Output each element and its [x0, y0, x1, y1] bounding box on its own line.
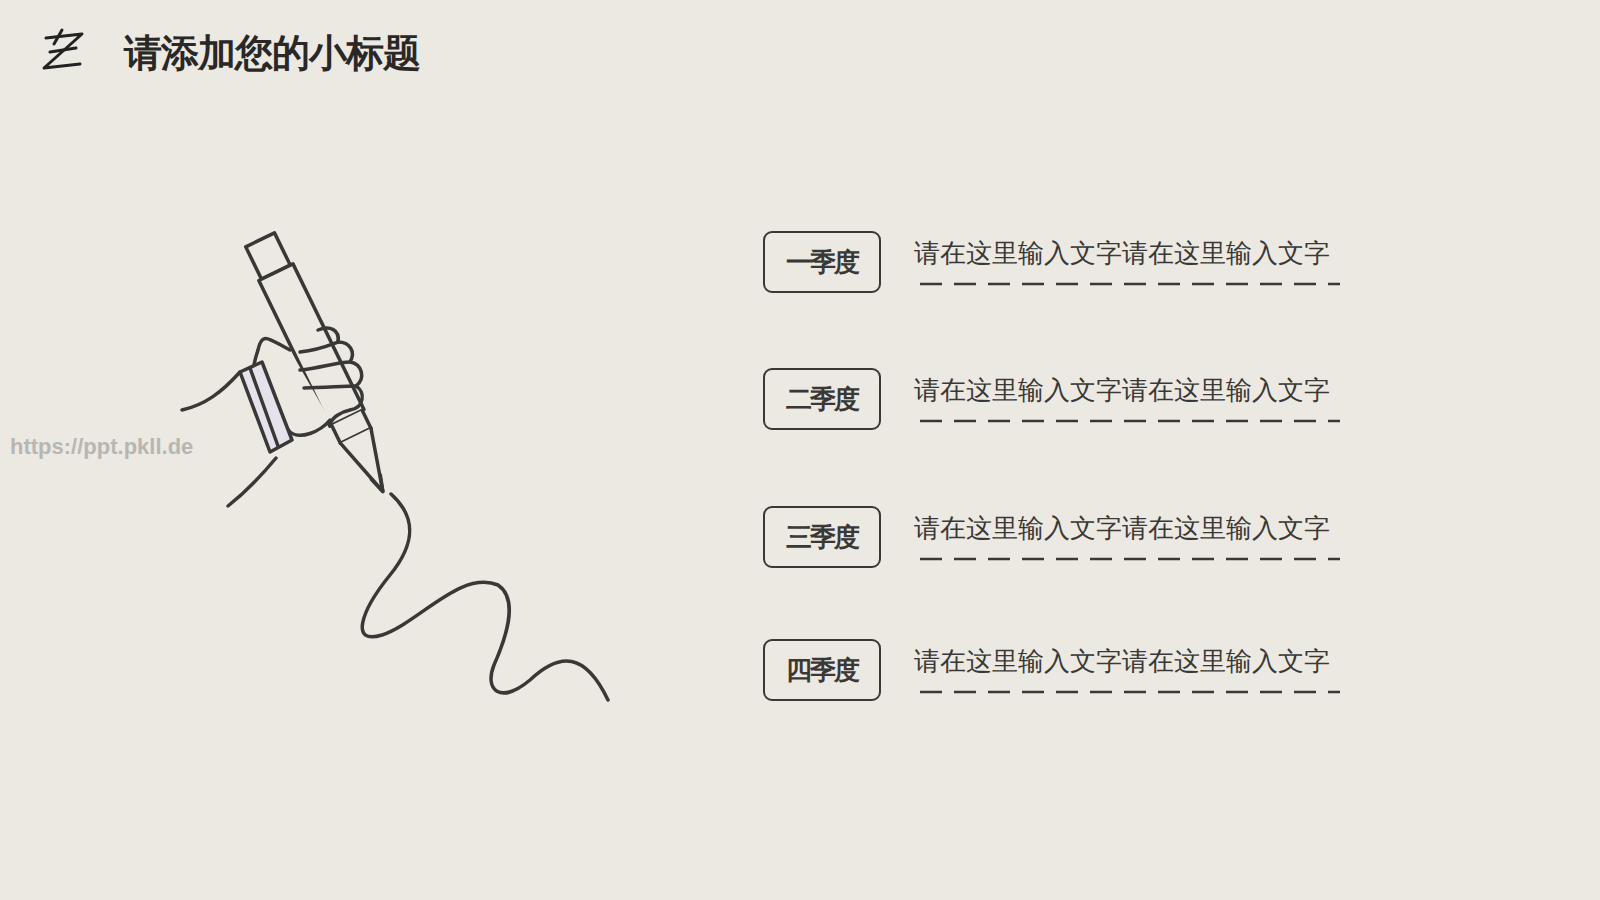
watermark: https://ppt.pkll.de: [10, 434, 193, 460]
quarter-box: 四季度: [763, 639, 881, 701]
quarter-label: 二季度: [786, 382, 858, 417]
quarter-label: 四季度: [786, 653, 858, 688]
quarter-label: 一季度: [786, 245, 858, 280]
quarter-box: 三季度: [763, 506, 881, 568]
row-text: 请在这里输入文字请在这里输入文字: [914, 373, 1330, 408]
z-icon: [44, 30, 82, 68]
row-text: 请在这里输入文字请在这里输入文字: [914, 644, 1330, 679]
quarter-box: 二季度: [763, 368, 881, 430]
quarter-label: 三季度: [786, 520, 858, 555]
row-text: 请在这里输入文字请在这里输入文字: [914, 236, 1330, 271]
quarter-box: 一季度: [763, 231, 881, 293]
dashed-rules: [920, 284, 1340, 692]
slide-title: 请添加您的小标题: [124, 28, 420, 79]
hand-with-pen: [182, 231, 608, 700]
row-text: 请在这里输入文字请在这里输入文字: [914, 511, 1330, 546]
